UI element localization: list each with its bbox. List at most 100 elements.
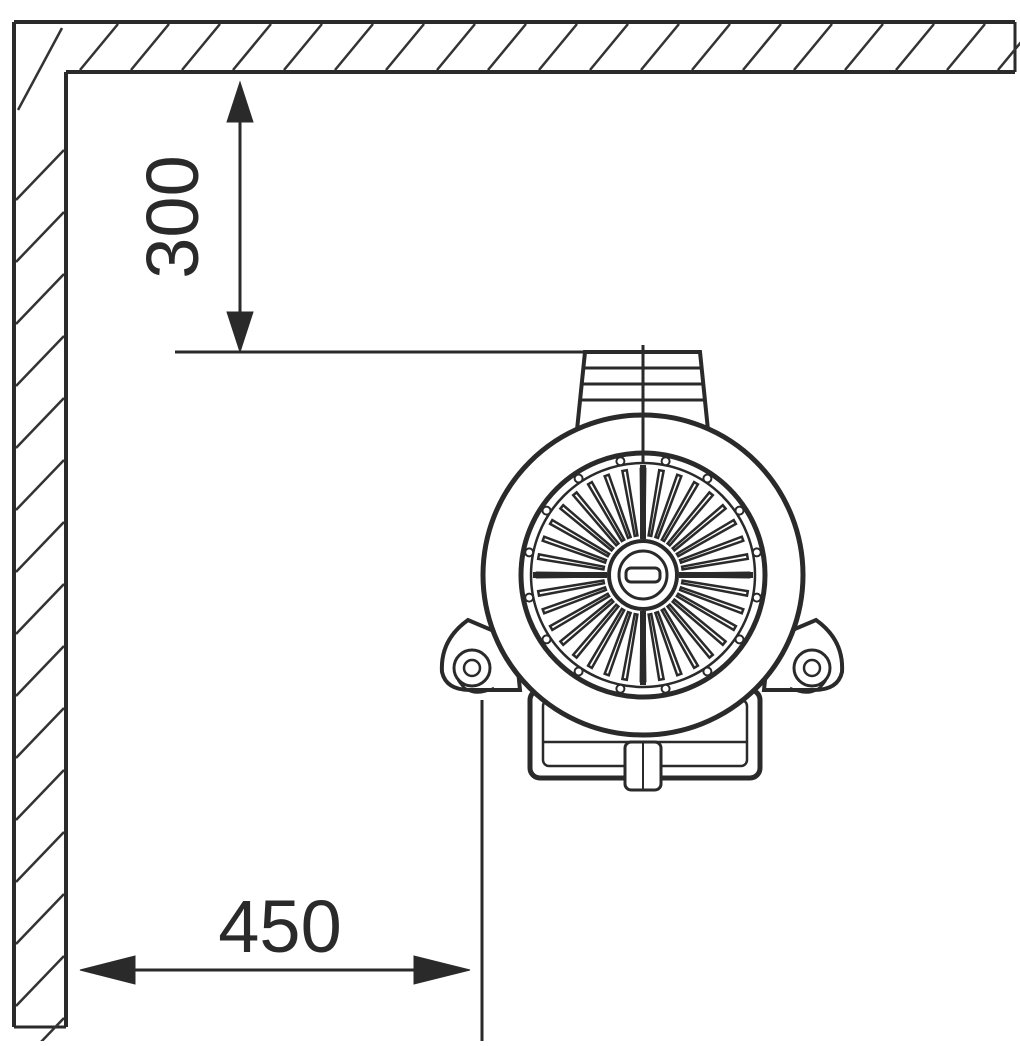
fan-slot: [675, 592, 738, 632]
top-clearance-label: 300: [131, 155, 214, 278]
rim-bolt-icon: [541, 634, 552, 645]
fan-slot: [647, 468, 666, 538]
shaft-hub: [607, 539, 679, 611]
fan-slot: [660, 607, 700, 670]
fan-slot: [536, 552, 606, 571]
hatch-line: [15, 211, 65, 263]
motor-unit: [439, 345, 845, 792]
hatch-line: [15, 273, 65, 325]
hatch-line: [15, 149, 65, 201]
fan-cover-bolts: [524, 456, 762, 694]
rim-bolt-icon: [734, 505, 745, 516]
fan-slot: [541, 535, 608, 565]
hatch-line: [15, 645, 65, 697]
left-wall-hatching: [15, 149, 65, 1046]
hatch-line: [15, 521, 65, 573]
fan-slot: [548, 518, 611, 558]
fan-slot: [620, 612, 639, 682]
hatch-line: [895, 23, 935, 71]
rim-bolt-icon: [573, 666, 584, 677]
dimension-side-clearance: 450: [79, 700, 484, 1041]
hatch-line: [15, 893, 65, 945]
fan-slot: [678, 585, 745, 615]
top-wall-hatching: [16, 23, 1020, 111]
fan-slot: [541, 585, 608, 615]
hatch-line: [79, 23, 119, 71]
rim-bolt-icon: [524, 547, 535, 558]
hatch-line: [35, 1017, 65, 1046]
fan-slot: [665, 602, 715, 660]
fan-slot: [665, 490, 715, 548]
hatch-line: [538, 23, 578, 71]
hatch-line: [15, 769, 65, 821]
fan-slot: [586, 480, 626, 543]
arrowhead-up-icon: [226, 80, 254, 123]
corner-walls: [12, 20, 1020, 1046]
rim-bolt-icon: [541, 505, 552, 516]
fan-slot: [653, 473, 683, 540]
fan-slot: [670, 597, 728, 647]
hatch-line: [385, 23, 425, 71]
fan-slot: [603, 610, 633, 677]
hatch-line: [15, 335, 65, 387]
rim-bolt-icon: [751, 547, 762, 558]
hatch-line: [793, 23, 833, 71]
hatch-line: [436, 23, 476, 71]
hatch-line: [844, 23, 884, 71]
rim-bolt-icon: [524, 592, 535, 603]
top-wall: [14, 20, 1020, 111]
hatch-line: [691, 23, 731, 71]
fan-slot: [675, 518, 738, 558]
arrowhead-down-icon: [226, 311, 254, 354]
fan-slot: [620, 468, 639, 538]
hatch-line: [15, 583, 65, 635]
hatch-line: [946, 23, 986, 71]
hatch-line: [15, 955, 65, 1007]
hatch-line: [487, 23, 527, 71]
hatch-line: [15, 707, 65, 759]
arrowhead-right-icon: [413, 955, 471, 985]
rim-bolt-icon: [751, 592, 762, 603]
rim-bolt-icon: [702, 666, 713, 677]
fan-slot: [603, 473, 633, 540]
fan-slot: [660, 480, 700, 543]
hatch-line: [742, 23, 782, 71]
rim-bolt-icon: [702, 473, 713, 484]
rim-bolt-icon: [615, 683, 626, 694]
fan-slot: [571, 602, 621, 660]
side-clearance-label: 450: [218, 885, 341, 968]
hatch-line: [283, 23, 323, 71]
fan-slot: [571, 490, 621, 548]
fan-slot: [558, 503, 616, 553]
rim-bolt-icon: [615, 456, 626, 467]
rim-bolt-icon: [660, 683, 671, 694]
fan-slot: [680, 552, 750, 571]
hatch-line: [15, 459, 65, 511]
dimension-top-clearance: 300: [131, 80, 700, 354]
hatch-line: [232, 23, 272, 71]
hatch-line: [16, 27, 64, 111]
fan-slot: [586, 607, 626, 670]
fan-slot: [548, 592, 611, 632]
hatch-line: [181, 23, 221, 71]
rim-bolt-icon: [573, 473, 584, 484]
hatch-line: [15, 831, 65, 883]
rim-bolt-icon: [734, 634, 745, 645]
fan-slot: [653, 610, 683, 677]
rim-bolt-icon: [660, 456, 671, 467]
arrowhead-left-icon: [79, 955, 136, 985]
hatch-line: [640, 23, 680, 71]
hatch-line: [589, 23, 629, 71]
fan-slots: [533, 465, 753, 685]
hatch-line: [130, 23, 170, 71]
fan-slot: [558, 597, 616, 647]
fan-slot: [536, 579, 606, 598]
fan-slot: [670, 503, 728, 553]
hatch-line: [15, 397, 65, 449]
hatch-line: [997, 41, 1020, 71]
hatch-line: [334, 23, 374, 71]
fan-slot: [647, 612, 666, 682]
fan-slot: [680, 579, 750, 598]
